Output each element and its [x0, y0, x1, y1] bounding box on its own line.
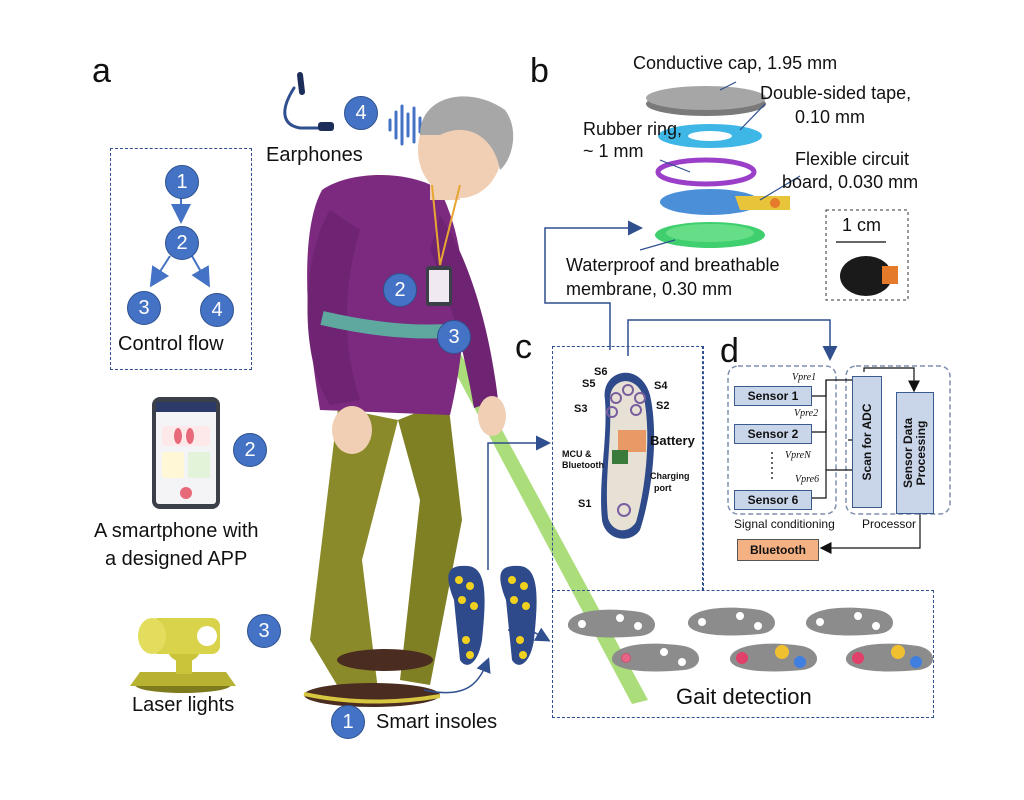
insoles-label: Smart insoles	[376, 711, 498, 733]
pcb-label-line1: Flexible circuit	[795, 149, 910, 169]
charging-label-line2: port	[654, 483, 672, 493]
membrane-label-line2: membrane, 0.30 mm	[566, 279, 733, 299]
vpre-2-label: Vpre2	[794, 408, 819, 419]
sensor-s4-label: S4	[654, 380, 668, 392]
laser-on-body-badge: 3	[437, 320, 471, 354]
sensor-6-block: Sensor 6	[734, 490, 812, 510]
panel-label-a: a	[92, 52, 111, 90]
vpre-6-label: Vpre6	[795, 474, 820, 485]
insole-pcb-illustration	[601, 372, 655, 539]
earphones-label: Earphones	[266, 144, 363, 166]
control-flow-node-1: 1	[165, 165, 199, 199]
vpre-1-label: Vpre1	[792, 372, 817, 383]
connector-lines	[423, 220, 838, 694]
sensor-1-block: Sensor 1	[734, 386, 812, 406]
control-flow-node-4: 4	[200, 293, 234, 327]
smartphone-label-line2: a designed APP	[105, 548, 248, 570]
panel-c-right-edge	[702, 346, 703, 590]
sensor-s2-label: S2	[656, 400, 670, 412]
insoles-badge: 1	[331, 705, 365, 739]
tape-label-line1: Double-sided tape,	[760, 83, 912, 103]
control-flow-node-3: 3	[127, 291, 161, 325]
laser-label: Laser lights	[132, 694, 235, 716]
bluetooth-block: Bluetooth	[737, 539, 819, 561]
processor-label: Processor	[862, 517, 917, 531]
rubber-ring-label-line2: ~ 1 mm	[583, 141, 644, 161]
gait-detection-label: Gait detection	[676, 684, 812, 709]
earphones-icon	[283, 72, 334, 131]
laser-badge: 3	[247, 614, 281, 648]
control-flow-box	[110, 148, 252, 370]
sensor-s3-label: S3	[574, 403, 588, 415]
charging-label-line1: Charging	[650, 471, 690, 481]
panel-c-box	[552, 346, 704, 591]
panel-label-c: c	[515, 328, 532, 366]
phone-on-body-badge: 2	[383, 273, 417, 307]
sensor-callout-lines	[639, 81, 801, 251]
sensor-photo	[840, 256, 892, 296]
smartphone-label-line1: A smartphone with	[94, 520, 259, 542]
soundwave-icon	[388, 104, 422, 146]
sensor-s6-label: S6	[594, 366, 608, 378]
vpre-n-label: VpreN	[785, 450, 811, 461]
control-flow-node-2: 2	[165, 226, 199, 260]
battery-label: Battery	[650, 433, 695, 448]
gait-footprints	[567, 607, 933, 672]
insole-icon	[448, 565, 537, 665]
block-diagram-wires	[812, 367, 921, 554]
processing-label: Sensor Data Processing	[901, 417, 928, 489]
mcu-label-line1: MCU &	[562, 449, 592, 459]
tape-label-line2: 0.10 mm	[795, 107, 866, 127]
panel-label-d: d	[720, 332, 739, 370]
block-diagram-frames	[727, 365, 951, 515]
sensor-s5-label: S5	[582, 378, 596, 390]
earphones-badge: 4	[344, 96, 378, 130]
sensor-s1-label: S1	[578, 498, 592, 510]
rubber-ring-label-line1: Rubber ring,	[583, 119, 683, 139]
panel-label-b: b	[530, 52, 549, 90]
mcu-label-line2: Bluetooth	[562, 460, 604, 470]
sensor-photo-pcb	[882, 266, 898, 284]
laser-light-icon	[130, 618, 236, 693]
sensor-2-block: Sensor 2	[734, 424, 812, 444]
conductive-cap-label: Conductive cap, 1.95 mm	[633, 53, 838, 73]
smartphone-icon	[152, 397, 220, 509]
membrane-label-line1: Waterproof and breathable	[566, 255, 780, 275]
sensor-layer-stack	[646, 86, 790, 248]
pressure-hotspots	[621, 645, 922, 668]
scale-label: 1 cm	[842, 215, 882, 235]
smartphone-badge: 2	[233, 433, 267, 467]
processing-block: Sensor Data Processing	[896, 392, 934, 514]
control-flow-arrows	[149, 196, 210, 288]
gait-detection-box	[552, 590, 934, 718]
adc-block: Scan for ADC	[852, 376, 882, 508]
pcb-label-line2: board, 0.030 mm	[782, 172, 919, 192]
adc-label: Scan for ADC	[860, 403, 874, 481]
signal-conditioning-label: Signal conditioning	[734, 517, 835, 531]
control-flow-label: Control flow	[118, 333, 224, 355]
